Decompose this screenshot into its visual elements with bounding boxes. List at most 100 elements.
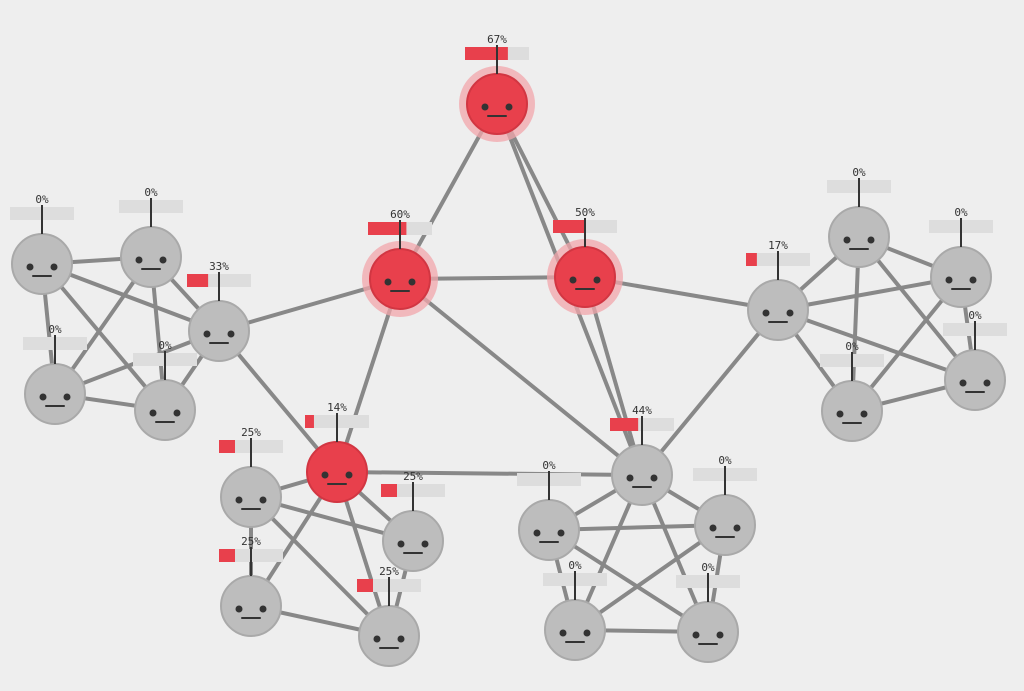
right-eye-icon — [397, 635, 405, 643]
node-body — [24, 363, 86, 425]
node-body — [694, 494, 756, 556]
node-R2[interactable]: 0% — [929, 206, 993, 308]
edge-BR2-BR5 — [547, 528, 710, 634]
left-eye-icon — [235, 605, 243, 613]
percent-label: 0% — [158, 339, 172, 352]
node-BR1[interactable]: 44% — [610, 404, 674, 506]
percent-label: 25% — [241, 426, 261, 439]
node-BR4[interactable]: 0% — [543, 559, 607, 661]
edge-BL1-BR1 — [335, 470, 644, 477]
left-eye-icon — [149, 409, 157, 417]
right-eye-icon — [867, 236, 875, 244]
left-eye-icon — [945, 276, 953, 284]
node-body — [611, 444, 673, 506]
node-R1[interactable]: 0% — [827, 166, 891, 268]
right-eye-icon — [50, 263, 58, 271]
left-eye-icon — [481, 103, 489, 111]
right-eye-icon — [159, 256, 167, 264]
node-R3[interactable]: 0% — [820, 340, 884, 442]
left-eye-icon — [569, 276, 577, 284]
node-BR5[interactable]: 0% — [676, 561, 740, 663]
node-body — [747, 279, 809, 341]
node-body — [518, 499, 580, 561]
node-BL1[interactable]: 14% — [305, 401, 369, 503]
node-L2[interactable]: 0% — [119, 186, 183, 288]
left-eye-icon — [762, 309, 770, 317]
node-L5[interactable]: 33% — [187, 260, 251, 362]
node-body — [358, 605, 420, 667]
left-eye-icon — [321, 471, 329, 479]
node-body — [828, 206, 890, 268]
node-L3[interactable]: 0% — [23, 323, 87, 425]
node-BR2[interactable]: 0% — [517, 459, 581, 561]
left-eye-icon — [203, 330, 211, 338]
percent-label: 14% — [327, 401, 347, 414]
right-eye-icon — [969, 276, 977, 284]
node-body — [544, 599, 606, 661]
right-eye-icon — [259, 496, 267, 504]
progress-fill — [465, 47, 508, 60]
right-eye-icon — [650, 474, 658, 482]
left-eye-icon — [559, 629, 567, 637]
node-L1[interactable]: 0% — [10, 193, 74, 295]
node-R5[interactable]: 17% — [746, 239, 810, 341]
percent-label: 60% — [390, 208, 410, 221]
right-eye-icon — [227, 330, 235, 338]
node-mr[interactable]: 50% — [547, 206, 623, 315]
left-eye-icon — [709, 524, 717, 532]
node-body — [466, 73, 528, 135]
left-eye-icon — [836, 410, 844, 418]
progress-fill — [368, 222, 407, 235]
node-body — [677, 601, 739, 663]
percent-label: 33% — [209, 260, 229, 273]
percent-label: 67% — [487, 33, 507, 46]
node-ml[interactable]: 60% — [362, 208, 438, 317]
right-eye-icon — [408, 278, 416, 286]
progress-fill — [381, 484, 397, 497]
progress-fill — [219, 549, 235, 562]
left-eye-icon — [39, 393, 47, 401]
left-eye-icon — [959, 379, 967, 387]
left-eye-icon — [397, 540, 405, 548]
edge-L1-L5 — [40, 262, 221, 333]
right-eye-icon — [860, 410, 868, 418]
percent-label: 0% — [35, 193, 49, 206]
left-eye-icon — [843, 236, 851, 244]
progress-fill — [187, 274, 209, 287]
left-eye-icon — [692, 631, 700, 639]
progress-fill — [219, 440, 235, 453]
node-BL5[interactable]: 25% — [381, 470, 445, 572]
node-L4[interactable]: 0% — [133, 339, 197, 441]
node-body — [120, 226, 182, 288]
node-body — [306, 441, 368, 503]
node-body — [220, 466, 282, 528]
node-top[interactable]: 67% — [459, 33, 535, 142]
node-R4[interactable]: 0% — [943, 309, 1007, 411]
node-body — [382, 510, 444, 572]
node-BL4[interactable]: 25% — [357, 565, 421, 667]
percent-label: 0% — [701, 561, 715, 574]
progress-fill — [610, 418, 639, 431]
percent-label: 0% — [542, 459, 556, 472]
left-eye-icon — [533, 529, 541, 537]
node-body — [821, 380, 883, 442]
edge-L1-L4 — [40, 262, 167, 412]
node-BR3[interactable]: 0% — [693, 454, 757, 556]
node-body — [944, 349, 1006, 411]
percent-label: 0% — [954, 206, 968, 219]
node-BL3[interactable]: 25% — [219, 535, 283, 637]
right-eye-icon — [716, 631, 724, 639]
edge-R4-R5 — [776, 308, 977, 382]
percent-label: 25% — [241, 535, 261, 548]
node-BL2[interactable]: 25% — [219, 426, 283, 528]
node-body — [11, 233, 73, 295]
right-eye-icon — [63, 393, 71, 401]
node-layer: 67%60%50%0%0%0%0%33%0%0%0%0%17%14%25%25%… — [10, 33, 1007, 667]
progress-fill — [357, 579, 373, 592]
left-eye-icon — [135, 256, 143, 264]
node-body — [134, 379, 196, 441]
right-eye-icon — [983, 379, 991, 387]
right-eye-icon — [733, 524, 741, 532]
node-body — [554, 246, 616, 308]
